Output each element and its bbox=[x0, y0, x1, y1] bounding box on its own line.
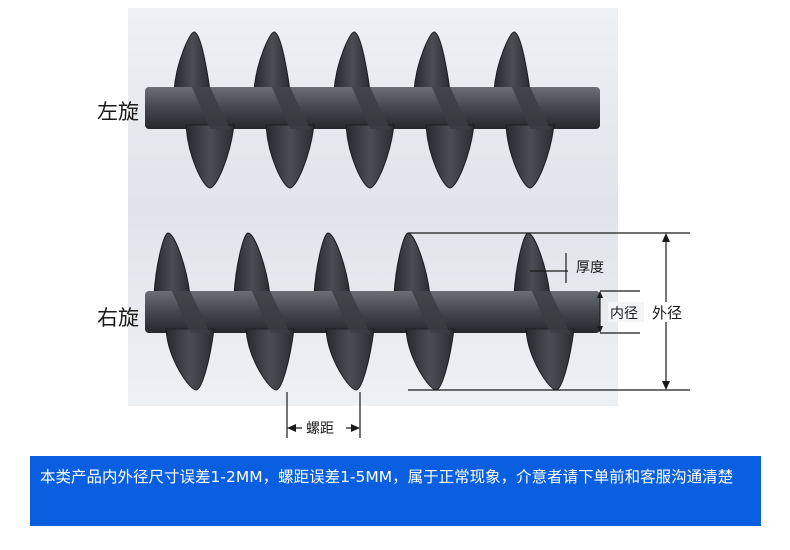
inner-diameter-label: 内径 bbox=[610, 306, 638, 322]
helix-flight-lower bbox=[165, 328, 215, 391]
helix-band bbox=[532, 291, 570, 333]
helix-flight-lower bbox=[405, 328, 455, 391]
helix-flight-lower bbox=[245, 328, 295, 391]
helix-flight-lower bbox=[325, 328, 375, 391]
helix-band bbox=[332, 291, 370, 333]
helix-flight-lower bbox=[525, 328, 575, 391]
notice-text: 本类产品内外径尺寸误差1-2MM，螺距误差1-5MM，属于正常现象，介意者请下单… bbox=[40, 468, 734, 486]
helix-band bbox=[192, 87, 230, 129]
left-hand-label: 左旋 bbox=[97, 100, 139, 124]
left-hand-screw bbox=[145, 31, 600, 189]
helix-flight-upper bbox=[413, 31, 451, 92]
helix-flight-upper bbox=[313, 232, 351, 296]
helix-band bbox=[172, 291, 210, 333]
dimension-arrowheads bbox=[287, 233, 670, 432]
helix-band bbox=[512, 87, 550, 129]
helix-flight-lower bbox=[425, 124, 475, 189]
helix-flight-upper bbox=[173, 31, 211, 92]
helix-band bbox=[252, 291, 290, 333]
helix-flight-upper bbox=[253, 31, 291, 92]
helix-flight-upper bbox=[393, 232, 431, 296]
helix-flight-lower bbox=[345, 124, 395, 189]
helix-flight-upper bbox=[153, 232, 191, 296]
pitch-label: 螺距 bbox=[306, 421, 334, 437]
helix-flight-lower bbox=[265, 124, 315, 189]
helix-band bbox=[352, 87, 390, 129]
notice-banner: 本类产品内外径尺寸误差1-2MM，螺距误差1-5MM，属于正常现象，介意者请下单… bbox=[30, 456, 761, 526]
right-hand-label: 右旋 bbox=[97, 306, 139, 330]
helix-band bbox=[432, 87, 470, 129]
right-hand-screw bbox=[145, 232, 600, 391]
helix-flight-lower bbox=[505, 124, 555, 189]
helix-flight-upper bbox=[333, 31, 371, 92]
helix-band bbox=[272, 87, 310, 129]
helix-flight-upper bbox=[493, 31, 531, 92]
helix-band bbox=[412, 291, 450, 333]
helix-flight-upper bbox=[233, 232, 271, 296]
bottom-shaft bbox=[145, 291, 600, 333]
helix-flight-upper bbox=[513, 232, 551, 296]
thickness-label: 厚度 bbox=[576, 260, 604, 276]
outer-diameter-label: 外径 bbox=[652, 304, 682, 322]
helix-flight-lower bbox=[185, 124, 235, 189]
